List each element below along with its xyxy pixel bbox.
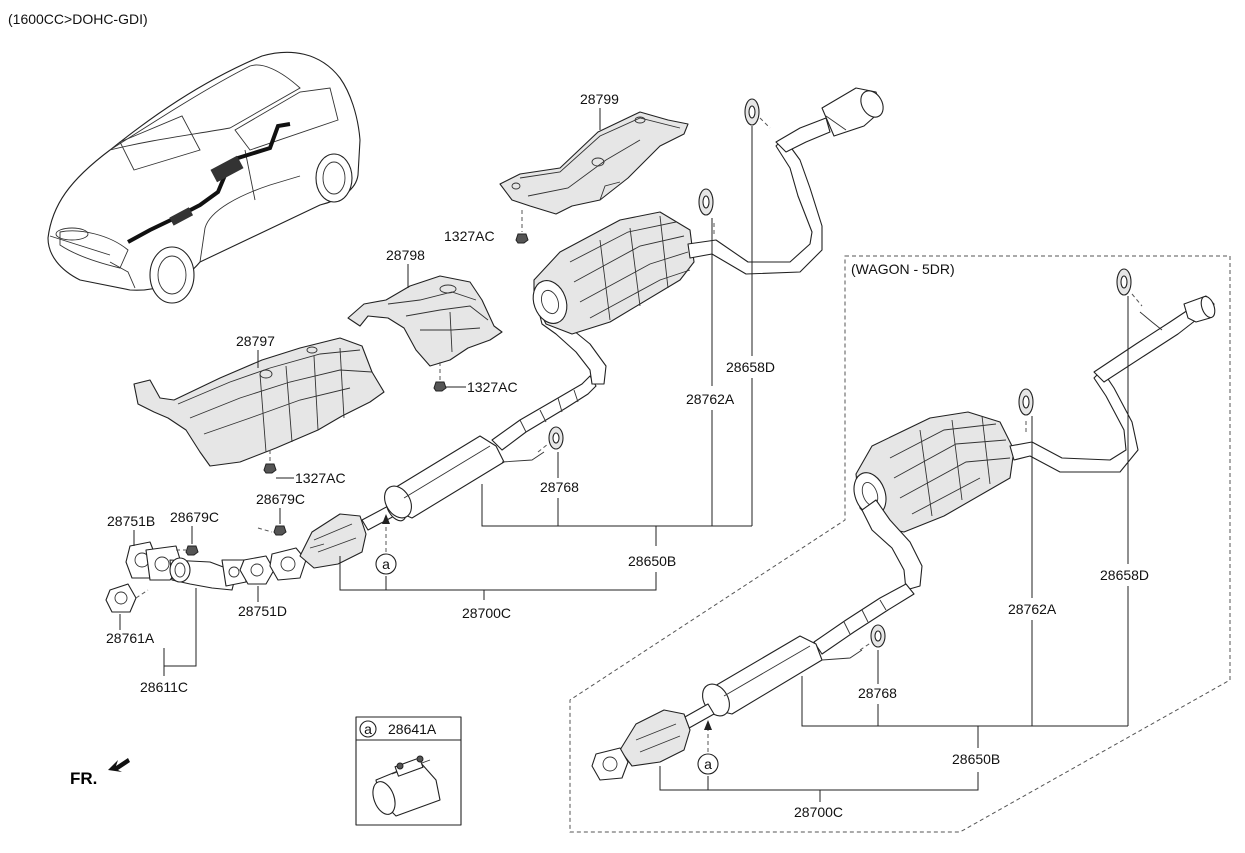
wagon-label-28768: 28768 <box>858 685 897 701</box>
wagon-label-28762a: 28762A <box>1008 601 1057 617</box>
label-28799: 28799 <box>580 91 619 107</box>
front-pipe-28611c <box>105 541 247 613</box>
label-28762a: 28762A <box>686 391 735 407</box>
engine-spec-label: (1600CC>DOHC-GDI) <box>8 11 148 27</box>
heat-shield-28799 <box>499 111 689 215</box>
label-1327ac-low: 1327AC <box>295 470 346 486</box>
label-28611c: 28611C <box>140 679 188 695</box>
front-label: FR. <box>70 769 97 788</box>
label-28768: 28768 <box>540 479 579 495</box>
label-28679c-mid: 28679C <box>256 491 305 507</box>
label-28751d: 28751D <box>238 603 287 619</box>
marker-a-wagon: a <box>704 756 712 772</box>
callout-part-number: 28641A <box>388 721 437 737</box>
label-1327ac-mid: 1327AC <box>467 379 518 395</box>
wagon-exhaust <box>591 293 1216 781</box>
callout-marker: a <box>364 721 372 737</box>
hanger-28762a <box>698 188 714 216</box>
wagon-title: (WAGON - 5DR) <box>851 261 955 277</box>
wagon-label-28650b: 28650B <box>952 751 1000 767</box>
hanger-28658d <box>744 98 760 126</box>
wagon-label-28658d: 28658D <box>1100 567 1149 583</box>
wagon-hanger-28658d <box>1116 268 1132 296</box>
wagon-dashed-outline <box>569 255 1231 833</box>
label-28700c: 28700C <box>462 605 511 621</box>
center-muffler-28650b <box>269 305 607 581</box>
callout-box-28641a: a 28641A <box>355 716 462 826</box>
heat-shield-28797 <box>133 337 385 467</box>
label-28751b: 28751B <box>107 513 155 529</box>
label-28797: 28797 <box>236 333 275 349</box>
heat-shield-28798 <box>347 275 503 367</box>
label-28761a: 28761A <box>106 630 155 646</box>
car-illustration <box>47 51 361 304</box>
wagon-hanger-28768 <box>870 624 886 648</box>
wagon-hanger-28762a <box>1018 388 1034 416</box>
hanger-28768 <box>548 426 564 450</box>
main-muffler <box>532 87 884 335</box>
label-28650b: 28650B <box>628 553 676 569</box>
wagon-label-28700c: 28700C <box>794 804 843 820</box>
label-1327ac-top: 1327AC <box>444 228 495 244</box>
label-28798: 28798 <box>386 247 425 263</box>
label-28679c-left: 28679C <box>170 509 219 525</box>
marker-a-main: a <box>382 556 390 572</box>
label-28658d: 28658D <box>726 359 775 375</box>
front-arrow-icon <box>108 758 130 772</box>
